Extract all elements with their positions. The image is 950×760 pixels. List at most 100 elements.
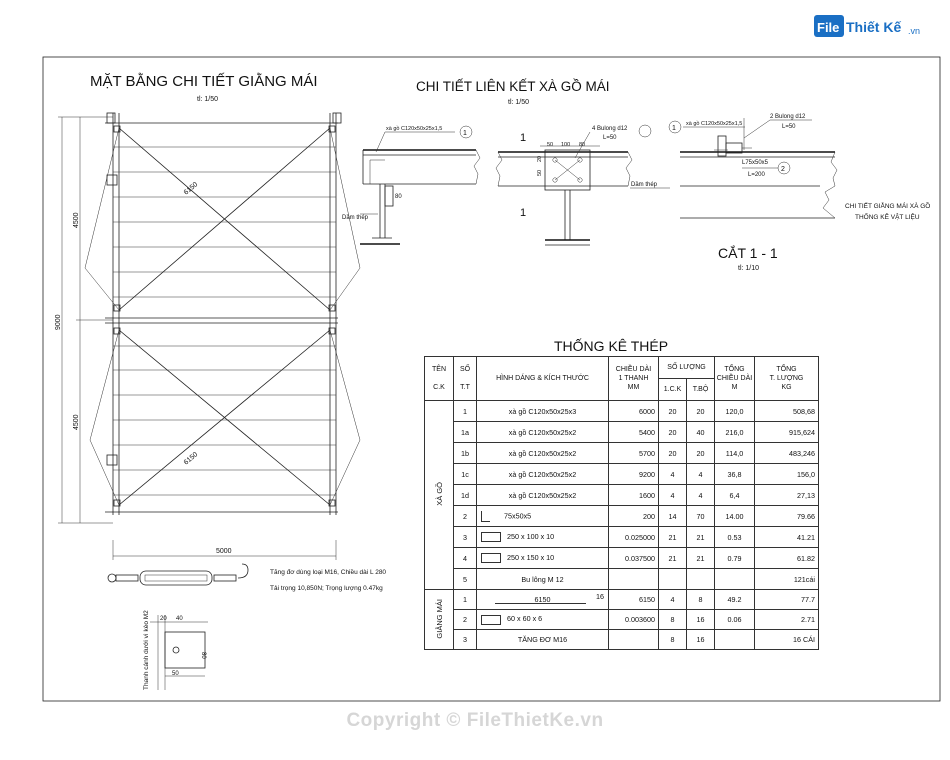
connection-section-mark-top: 1 bbox=[520, 132, 526, 144]
section-1-1-drawing bbox=[680, 118, 838, 219]
section-angle-label: L75x50x5 bbox=[742, 160, 769, 166]
section-marker-circle-1 bbox=[668, 120, 682, 134]
cell-qty-total bbox=[686, 568, 715, 590]
connection-section-mark-bottom: 1 bbox=[520, 207, 526, 219]
cell-total-length bbox=[714, 568, 755, 590]
connection-beam-label: Dầm thép bbox=[342, 215, 369, 221]
cell-total-length: 216,0 bbox=[714, 421, 755, 443]
connection-bolt-circle bbox=[638, 124, 652, 138]
section-bolt-label: 2 Bulong d12 bbox=[770, 114, 806, 120]
plan-scale: tl: 1/50 bbox=[197, 96, 218, 103]
cell-total-length: 0.06 bbox=[714, 609, 755, 630]
cell-tt: 1b bbox=[453, 442, 477, 464]
cell-desc-text: 6150 bbox=[534, 595, 551, 604]
cell-qty-total: 20 bbox=[686, 442, 715, 464]
cell-desc-text: xà gồ C120x50x25x2 bbox=[508, 469, 577, 479]
cell-total-weight: 16 CÁI bbox=[754, 629, 819, 650]
cell-total-weight: 121cái bbox=[754, 568, 819, 590]
connection-bolt-label: 4 Bulong d12 bbox=[592, 126, 628, 132]
cell-desc-text: xà gồ C120x50x25x2 bbox=[508, 427, 577, 437]
header-sl-ck: 1.C.K bbox=[658, 378, 687, 401]
cell-qty-total: 16 bbox=[686, 629, 715, 650]
drawing-frame bbox=[42, 56, 941, 702]
schedule-title: THỐNG KÊ THÉP bbox=[554, 337, 668, 354]
cell-shape-desc: xà gồ C120x50x25x2 bbox=[476, 484, 609, 506]
cell-total-length bbox=[714, 629, 755, 650]
cell-qty-ck: 4 bbox=[658, 463, 687, 485]
cell-total-weight: 915,624 bbox=[754, 421, 819, 443]
plate-dim-a: 20 bbox=[160, 616, 167, 622]
turnbuckle-icon bbox=[107, 563, 249, 586]
cell-tt: 2 bbox=[453, 505, 477, 527]
cell-desc-text: 250 x 150 x 10 bbox=[507, 552, 555, 562]
connection-dim-50b: 50 bbox=[537, 170, 543, 176]
cell-total-weight: 61.82 bbox=[754, 547, 819, 569]
cell-shape-desc: 250 x 150 x 10 bbox=[476, 547, 609, 569]
header-sl-tb: T.BỘ bbox=[686, 378, 715, 401]
cell-desc-text: TĂNG ĐƠ M16 bbox=[517, 635, 568, 644]
section-title: CẮT 1 - 1 bbox=[718, 244, 778, 261]
cell-total-length: 0.79 bbox=[714, 547, 755, 569]
cell-total-length: 114,0 bbox=[714, 442, 755, 464]
cell-qty-ck: 4 bbox=[658, 484, 687, 506]
connection-middle-section bbox=[495, 145, 633, 246]
cell-shape-desc: xà gồ C120x50x25x3 bbox=[476, 400, 609, 422]
group-label: GIẰNG MÁI bbox=[424, 589, 454, 650]
plan-frame bbox=[84, 112, 361, 515]
cell-qty-total: 8 bbox=[686, 589, 715, 610]
cell-tt: 1a bbox=[453, 421, 477, 443]
cell-qty-total: 70 bbox=[686, 505, 715, 527]
cell-tt: 2 bbox=[453, 609, 477, 630]
cell-tt: 1 bbox=[453, 589, 477, 610]
cell-qty-ck: 8 bbox=[658, 629, 687, 650]
cell-qty-ck: 4 bbox=[658, 589, 687, 610]
plan-diag-label-bottom: 6150 bbox=[183, 451, 200, 466]
plan-dim-half-bottom: 4500 bbox=[73, 414, 80, 430]
plate-shape-icon bbox=[481, 532, 501, 543]
cell-desc-text: Bu lông M 12 bbox=[521, 574, 564, 584]
plate-dim-b: 40 bbox=[176, 616, 183, 622]
cell-length: 1600 bbox=[608, 484, 659, 506]
angle-shape-icon bbox=[481, 510, 490, 522]
cell-qty-total: 16 bbox=[686, 609, 715, 630]
plate-dim-d: 50 bbox=[172, 671, 179, 677]
cell-qty-ck: 14 bbox=[658, 505, 687, 527]
plan-diag-label-top: 6150 bbox=[183, 181, 200, 196]
cell-length: 0.025000 bbox=[608, 526, 659, 548]
cell-total-weight: 2.71 bbox=[754, 609, 819, 630]
cell-qty-total: 21 bbox=[686, 526, 715, 548]
connection-dim-80: 80 bbox=[579, 142, 585, 148]
plate-detail bbox=[150, 615, 208, 690]
cell-total-length: 36,8 bbox=[714, 463, 755, 485]
logo-ext: .vn bbox=[908, 26, 920, 36]
cell-total-weight: 156,0 bbox=[754, 463, 819, 485]
cell-qty-ck: 21 bbox=[658, 526, 687, 548]
section-note-2: THỐNG KÊ VẬT LIỆU bbox=[855, 211, 920, 221]
connection-purlin-label: xà gồ C120x50x25x1,5 bbox=[386, 126, 442, 132]
plan-dim-horizontal bbox=[112, 540, 337, 560]
cell-length bbox=[608, 568, 659, 590]
cell-shape-desc: 75x50x5 bbox=[476, 505, 609, 527]
group-label: XÀ GỒ bbox=[424, 400, 454, 590]
cell-qty-total: 4 bbox=[686, 463, 715, 485]
connection-scale: tl: 1/50 bbox=[508, 99, 529, 106]
cell-tt: 1d bbox=[453, 484, 477, 506]
plate-dim-c: 80 bbox=[200, 652, 206, 659]
cell-total-weight: 508,68 bbox=[754, 400, 819, 422]
cell-qty-total: 21 bbox=[686, 547, 715, 569]
logo-word: Thiết Kế bbox=[846, 19, 901, 35]
cell-qty-ck: 8 bbox=[658, 609, 687, 630]
cell-qty-total: 20 bbox=[686, 400, 715, 422]
cell-length bbox=[608, 629, 659, 650]
connection-dim-100: 100 bbox=[561, 142, 570, 148]
connection-dim-20: 20 bbox=[537, 156, 543, 162]
